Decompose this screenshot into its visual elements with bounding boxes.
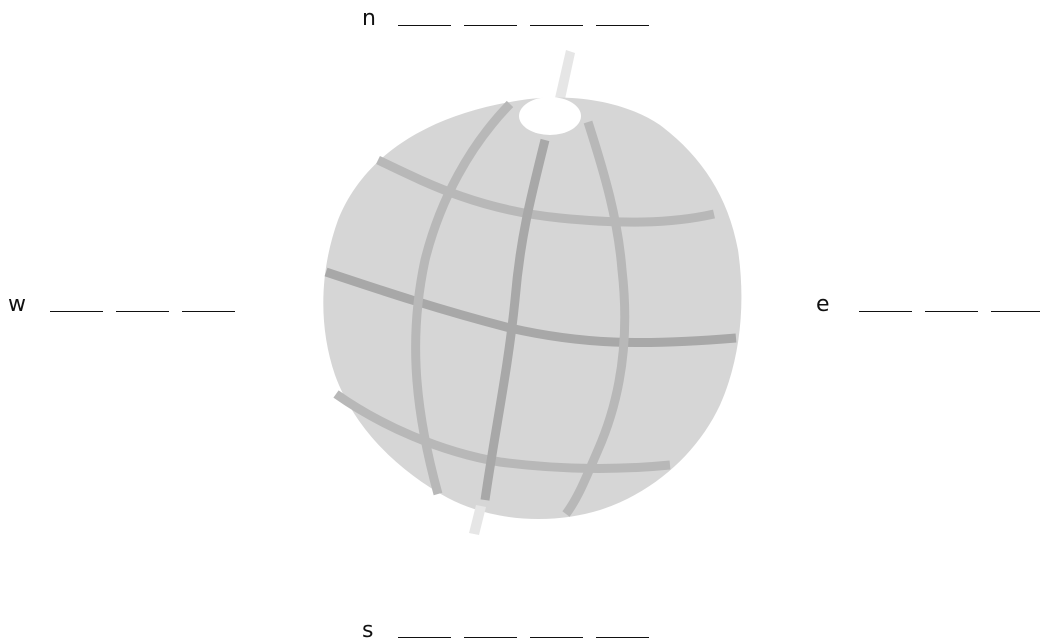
west-label-row: w <box>8 286 235 316</box>
north-label-row: n <box>362 0 649 30</box>
answer-blank[interactable] <box>991 311 1040 312</box>
north-cap <box>519 97 581 135</box>
answer-blank[interactable] <box>398 637 451 638</box>
answer-blank[interactable] <box>464 25 517 26</box>
south-letter: s <box>362 620 398 642</box>
south-label-row: s <box>362 612 649 642</box>
axis-south-pole <box>469 505 486 535</box>
answer-blank[interactable] <box>116 311 169 312</box>
answer-blank[interactable] <box>859 311 912 312</box>
answer-blank[interactable] <box>464 637 517 638</box>
answer-blank[interactable] <box>596 25 649 26</box>
answer-blank[interactable] <box>596 637 649 638</box>
answer-blank[interactable] <box>50 311 103 312</box>
answer-blank[interactable] <box>530 637 583 638</box>
east-label-row: e <box>816 286 1040 316</box>
answer-blank[interactable] <box>530 25 583 26</box>
answer-blank[interactable] <box>925 311 978 312</box>
east-letter: e <box>816 294 859 316</box>
north-letter: n <box>362 8 398 30</box>
west-letter: w <box>8 294 50 316</box>
answer-blank[interactable] <box>398 25 451 26</box>
answer-blank[interactable] <box>182 311 235 312</box>
